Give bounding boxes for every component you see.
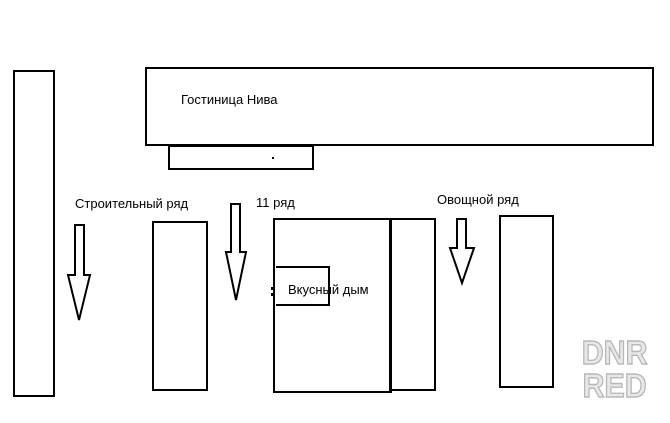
down-arrow-icon: [66, 224, 92, 321]
left-building: [13, 70, 55, 397]
shop-label: Вкусный дым: [288, 282, 369, 297]
watermark-line-2: RED: [582, 367, 647, 404]
dnr-red-watermark: DNR RED: [576, 334, 653, 408]
stall-column-1: [152, 221, 208, 391]
central-building-annex: [389, 218, 436, 391]
hotel-annex: [168, 145, 314, 170]
row-11-label: 11 ряд: [256, 195, 295, 210]
shop-outline: [276, 266, 330, 306]
stall-column-right: [499, 215, 554, 388]
annex-mark: [272, 157, 274, 159]
vegetable-row-label: Овощной ряд: [437, 192, 519, 207]
entrance-mark: [271, 287, 274, 290]
hotel-label: Гостиница Нива: [181, 92, 278, 107]
down-arrow-icon: [224, 203, 248, 301]
building-row-label: Строительный ряд: [75, 196, 189, 211]
down-arrow-icon: [448, 218, 476, 287]
hotel-building: [145, 67, 654, 146]
watermark-line-1: DNR: [581, 334, 648, 371]
entrance-mark: [271, 293, 274, 296]
